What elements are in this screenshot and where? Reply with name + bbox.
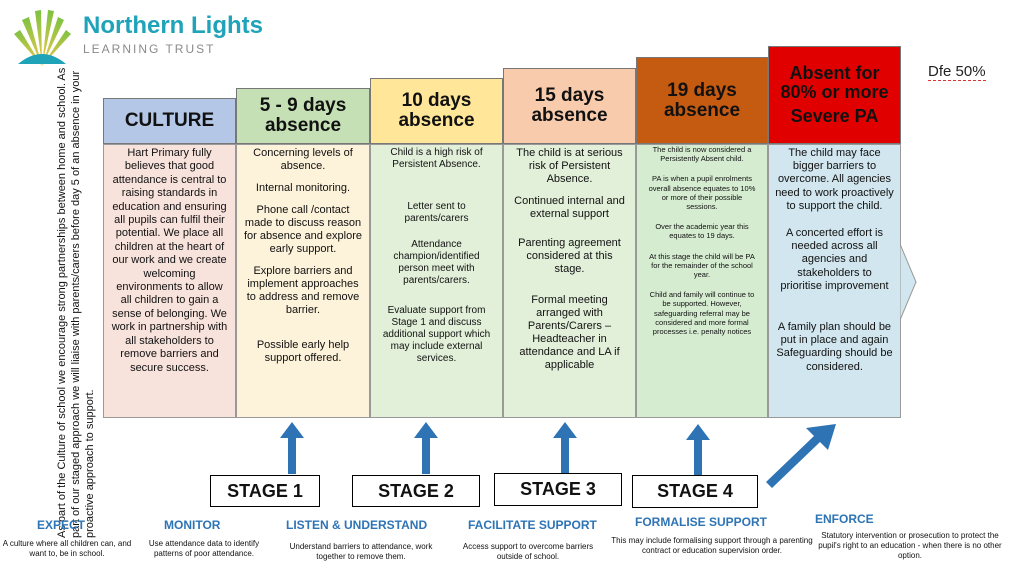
severe-pa-body: The child may face bigger barriers to ov… [768, 144, 901, 418]
stage-1-box: STAGE 1 [210, 475, 320, 507]
bottom-desc-expect: A culture where all children can, and wa… [2, 539, 132, 558]
bottom-desc-monitor: Use attendance data to identify patterns… [148, 539, 260, 558]
stage4-header: 19 days absence [636, 57, 768, 144]
arrow-up-icon [414, 422, 438, 474]
bottom-label-listen: LISTEN & UNDERSTAND [286, 518, 428, 532]
culture-header: CULTURE [103, 98, 236, 144]
stage1-header: 5 - 9 days absence [236, 88, 370, 144]
bottom-desc-enforce: Statutory intervention or prosecution to… [818, 531, 1002, 560]
chevron-right-icon [900, 243, 917, 321]
stage2-header: 10 days absence [370, 78, 503, 144]
bottom-label-monitor: MONITOR [164, 518, 221, 532]
stage3-header: 15 days absence [503, 68, 636, 144]
arrow-diagonal-icon [766, 424, 836, 488]
logo-subtitle: LEARNING TRUST [83, 42, 216, 56]
stage-2-box: STAGE 2 [352, 475, 480, 507]
bottom-label-formalise: FORMALISE SUPPORT [635, 515, 768, 529]
bottom-desc-formalise: This may include formalising support thr… [611, 536, 813, 555]
stage-3-box: STAGE 3 [494, 473, 622, 506]
arrow-up-icon [686, 424, 710, 476]
northern-lights-logo-icon [14, 10, 71, 66]
stage3-body: The child is at serious risk of Persiste… [503, 144, 636, 418]
logo-title: Northern Lights [83, 12, 263, 39]
arrow-up-icon [280, 422, 304, 474]
bottom-label-facilitate: FACILITATE SUPPORT [468, 518, 597, 532]
stage4-body: The child is now considered a Persistent… [636, 144, 768, 418]
bottom-desc-listen: Understand barriers to attendance, work … [289, 542, 433, 561]
stage2-body: Child is a high risk of Persistent Absen… [370, 144, 503, 418]
bottom-desc-facilitate: Access support to overcome barriers outs… [462, 542, 594, 561]
dfe-note: Dfe 50% [928, 63, 986, 81]
severe-pa-header: Absent for 80% or more Severe PA [768, 46, 901, 144]
arrow-up-icon [553, 422, 577, 474]
stage1-body: Concerning levels of absence. Internal m… [236, 144, 370, 418]
culture-body: Hart Primary fully believes that good at… [103, 144, 236, 418]
bottom-label-enforce: ENFORCE [815, 512, 874, 526]
bottom-label-expect: EXPECT [37, 518, 86, 532]
stage-4-box: STAGE 4 [632, 475, 758, 508]
